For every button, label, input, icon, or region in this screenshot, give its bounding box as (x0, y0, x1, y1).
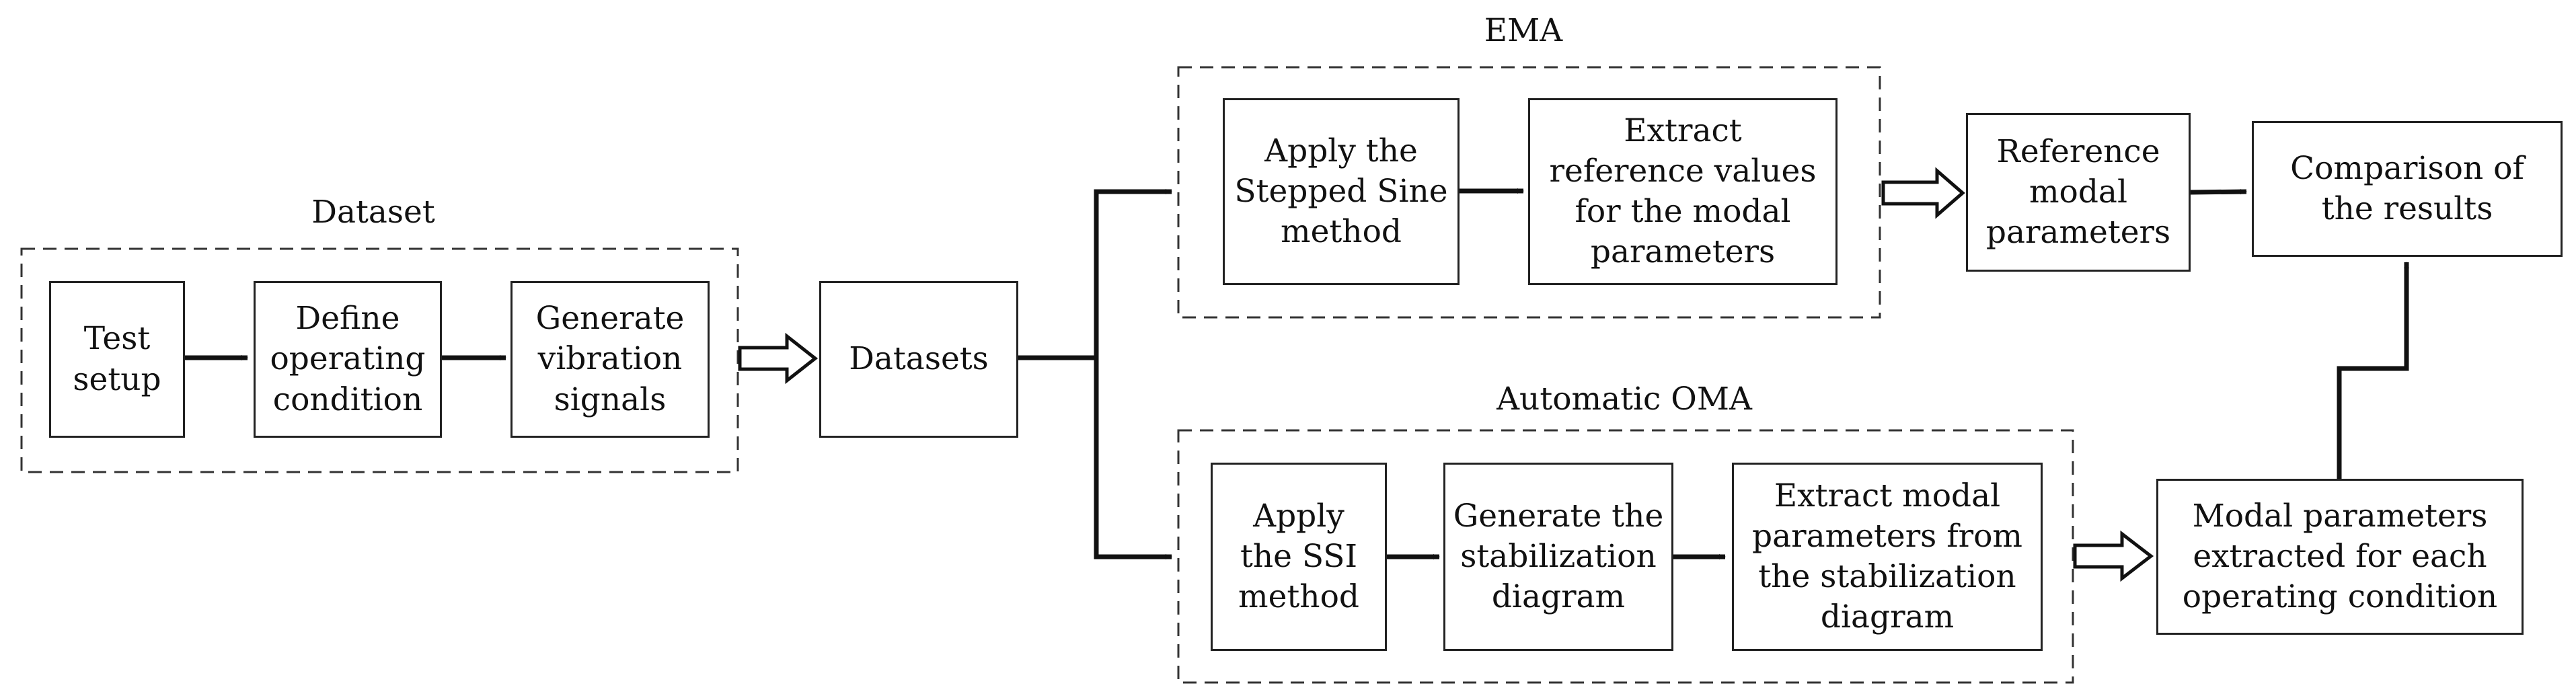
extract-reference-values-box: Extract reference values for the modal p… (1528, 98, 1838, 285)
extract-modal-parameters-box: Extract modal parameters from the stabil… (1732, 463, 2043, 651)
stepped-sine-box: Apply the Stepped Sine method (1223, 98, 1460, 285)
hollow-arrow-ema-to-reference (1881, 167, 1965, 219)
branch-datasets-to-oma (1094, 358, 1172, 559)
generate-vibration-signals-text: Generate vibration signals (535, 300, 685, 418)
datasets-text: Datasets (849, 340, 989, 378)
test-setup-box: Test setup (49, 281, 185, 438)
modal-parameters-per-condition-text: Modal parameters extracted for each oper… (2182, 497, 2498, 616)
comparison-of-results-box: Comparison of the results (2252, 121, 2563, 257)
ssi-method-box: Apply the SSI method (1211, 463, 1387, 651)
stabilization-diagram-box: Generate the stabilization diagram (1443, 463, 1673, 651)
oma-group-frame (1177, 429, 2074, 684)
generate-vibration-signals-box: Generate vibration signals (510, 281, 710, 438)
branch-datasets-to-ema (1018, 189, 1172, 360)
define-operating-condition-box: Define operating condition (254, 281, 442, 438)
modal-parameters-per-condition-box: Modal parameters extracted for each oper… (2156, 479, 2524, 635)
datasets-box: Datasets (819, 281, 1018, 438)
reference-modal-parameters-box: Reference modal parameters (1966, 113, 2191, 272)
stepped-sine-text: Apply the Stepped Sine method (1234, 132, 1448, 251)
oma-group-label: Automatic OMA (1497, 381, 1752, 418)
reference-modal-parameters-text: Reference modal parameters (1985, 132, 2171, 251)
hollow-arrow-dataset-to-datasets (738, 332, 819, 385)
ema-group-frame (1177, 66, 1881, 319)
test-setup-text: Test setup (73, 320, 161, 398)
dataset-group-label: Dataset (311, 194, 435, 231)
ema-group-label: EMA (1484, 12, 1563, 49)
extract-reference-values-text: Extract reference values for the modal p… (1549, 112, 1817, 271)
hollow-arrow-oma-to-modal (2073, 530, 2154, 582)
stabilization-diagram-text: Generate the stabilization diagram (1453, 497, 1664, 616)
extract-modal-parameters-text: Extract modal parameters from the stabil… (1752, 477, 2022, 636)
arrow-modal-to-comparison (2337, 262, 2409, 479)
ssi-method-text: Apply the SSI method (1238, 497, 1359, 616)
dataset-group-frame (20, 247, 739, 473)
comparison-of-results-text: Comparison of the results (2290, 149, 2524, 227)
define-operating-condition-text: Define operating condition (270, 300, 426, 418)
